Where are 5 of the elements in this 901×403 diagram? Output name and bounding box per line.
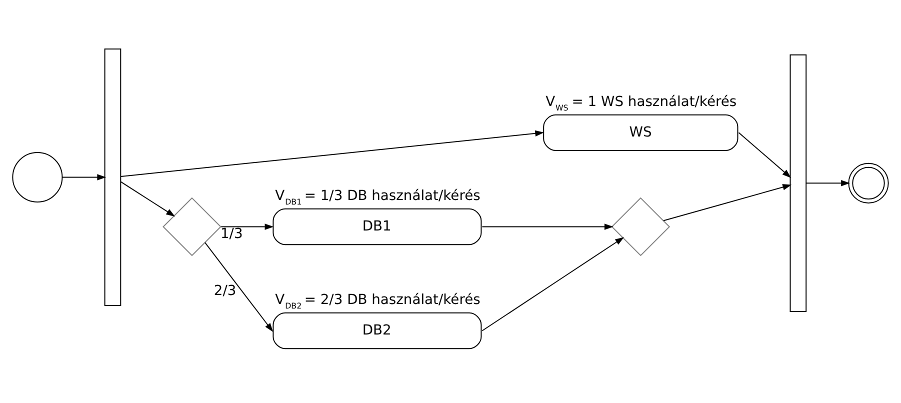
edge-label: 1/3	[220, 226, 243, 242]
node-label: V$_{DB1}$ = 1/3 DB használat/kérés	[275, 188, 480, 207]
node-label: V$_{WS}$ = 1 WS használat/kérés	[546, 94, 737, 113]
edge-label: 2/3	[214, 282, 236, 299]
node-label: V$_{DB2}$ = 2/3 DB használat/kérés	[275, 292, 480, 311]
